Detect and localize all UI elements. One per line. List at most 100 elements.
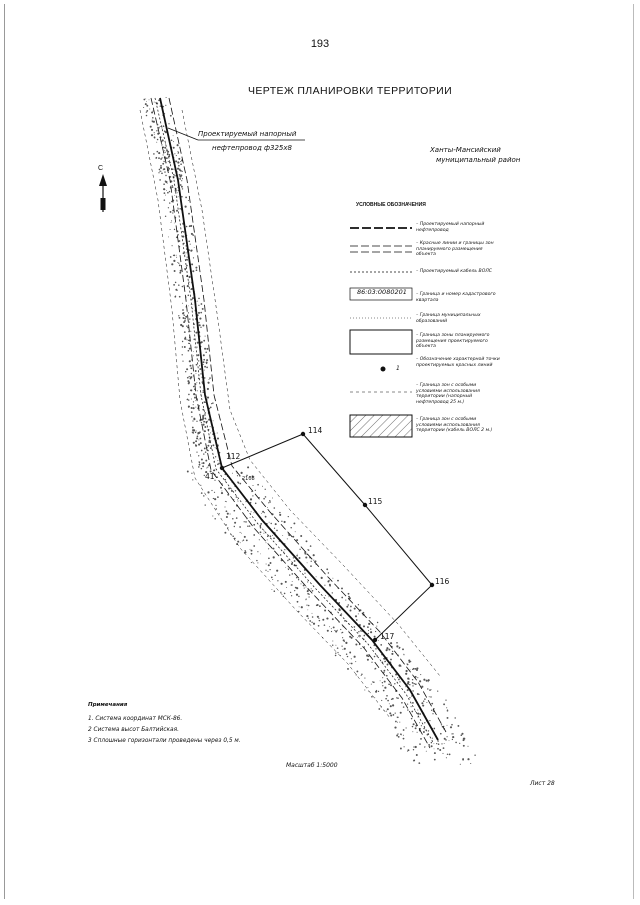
terrain-dot <box>207 449 209 452</box>
terrain-dot <box>270 522 272 525</box>
terrain-dot <box>432 713 434 715</box>
terrain-dot <box>182 235 185 238</box>
terrain-dot <box>189 275 191 278</box>
terrain-dot <box>399 721 401 723</box>
terrain-dot <box>347 592 350 595</box>
terrain-dot <box>412 749 415 751</box>
terrain-dot <box>287 559 289 562</box>
terrain-dot <box>160 158 163 160</box>
terrain-dot <box>282 534 284 536</box>
terrain-dot <box>265 569 267 571</box>
terrain-dot <box>185 371 187 373</box>
terrain-dot <box>287 568 290 571</box>
terrain-dot <box>342 626 344 628</box>
terrain-dot <box>164 149 166 151</box>
terrain-dot <box>378 708 381 710</box>
terrain-dot <box>217 463 219 466</box>
terrain-dot <box>192 257 195 259</box>
terrain-dot <box>353 626 356 628</box>
terrain-dot <box>205 422 207 424</box>
terrain-dot <box>237 499 239 501</box>
terrain-dot <box>210 432 212 434</box>
terrain-dot <box>178 317 181 319</box>
terrain-dot <box>229 513 231 515</box>
terrain-dot <box>249 476 251 478</box>
terrain-dot <box>204 401 206 404</box>
terrain-dot <box>179 184 182 186</box>
terrain-dot <box>202 391 204 394</box>
terrain-dot <box>207 491 210 494</box>
terrain-dot <box>383 657 385 660</box>
terrain-dot <box>414 745 417 749</box>
terrain-dot <box>224 506 226 508</box>
terrain-dot <box>423 678 426 681</box>
terrain-dot <box>306 615 309 618</box>
terrain-dot <box>269 501 271 503</box>
terrain-dot <box>409 660 412 663</box>
terrain-dot <box>371 695 373 698</box>
terrain-dot <box>158 168 161 171</box>
terrain-dot <box>436 742 438 745</box>
terrain-dot <box>214 479 216 481</box>
terrain-dot <box>241 532 243 534</box>
legend-cadastral-number: 86:03:0080201 <box>357 288 407 296</box>
terrain-dot <box>206 359 209 362</box>
terrain-dot <box>251 475 254 478</box>
terrain-dot <box>204 426 207 428</box>
terrain-dot <box>428 743 430 746</box>
terrain-dot <box>385 649 388 652</box>
terrain-dot <box>358 631 360 633</box>
terrain-dot <box>388 703 390 705</box>
terrain-dot <box>288 534 291 537</box>
terrain-dot <box>445 699 447 701</box>
terrain-dot <box>185 225 188 228</box>
terrain-dot <box>274 574 276 577</box>
terrain-dot <box>186 368 189 371</box>
terrain-dot <box>190 407 193 409</box>
terrain-dot <box>187 199 189 202</box>
terrain-dot <box>345 599 347 601</box>
terrain-dot <box>178 264 181 267</box>
terrain-dot <box>202 390 204 392</box>
terrain-dot <box>177 196 179 198</box>
terrain-dot <box>367 626 369 628</box>
terrain-dot <box>173 228 176 231</box>
point-label: 117 <box>380 632 395 641</box>
terrain-dot <box>174 195 176 196</box>
pipeline-label-line1: Проектируемый напорный <box>198 130 297 138</box>
terrain-dot <box>431 709 433 711</box>
terrain-dot <box>460 734 463 737</box>
pipeline-corridor <box>139 97 447 749</box>
terrain-dot <box>437 747 439 750</box>
terrain-dot <box>195 269 198 272</box>
terrain-dot <box>198 466 200 468</box>
terrain-dot <box>165 174 167 177</box>
terrain-dot <box>398 678 400 681</box>
terrain-dot <box>335 644 337 646</box>
terrain-dot <box>390 658 392 661</box>
terrain-dot <box>173 141 175 143</box>
terrain-dot <box>195 406 197 408</box>
terrain-dot <box>279 513 282 516</box>
terrain-dot <box>146 104 149 107</box>
terrain-dot <box>368 622 371 625</box>
terrain-dot <box>169 228 171 231</box>
terrain-dot <box>291 581 293 583</box>
terrain-dot <box>376 621 379 624</box>
terrain-dot <box>163 192 166 194</box>
legend-item: – Граница зон с особыми условиями исполь… <box>416 383 480 405</box>
terrain-dot <box>437 690 439 692</box>
terrain-dot <box>188 375 190 378</box>
terrain-dot <box>208 441 211 443</box>
terrain-dot <box>173 222 175 224</box>
terrain-dot <box>150 128 154 131</box>
terrain-dot <box>192 234 194 236</box>
terrain-dot <box>200 303 203 305</box>
terrain-dot <box>437 740 439 742</box>
terrain-dot <box>205 471 208 474</box>
terrain-dot <box>268 521 270 523</box>
terrain-dot <box>195 430 197 432</box>
terrain-dot <box>155 156 158 159</box>
terrain-dot <box>161 114 163 116</box>
terrain-dot <box>164 151 166 153</box>
